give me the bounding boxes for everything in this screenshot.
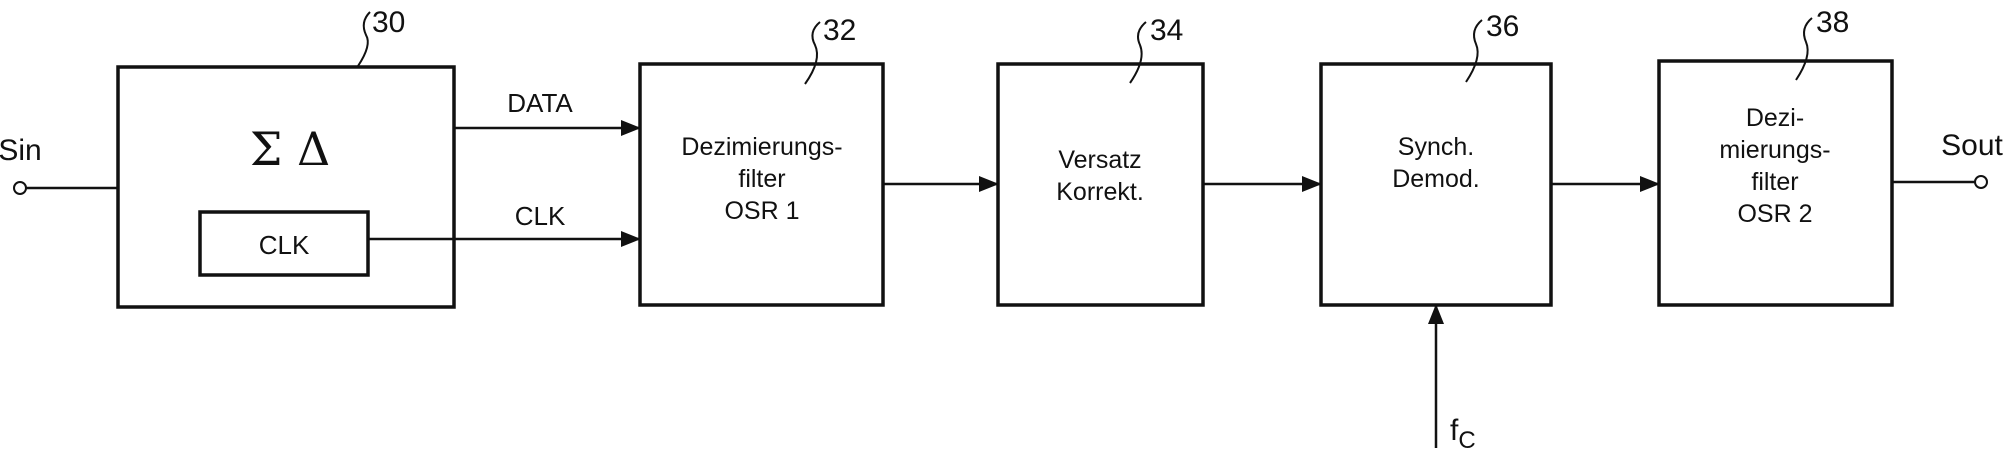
clk-inner-label: CLK: [259, 230, 310, 260]
data-label: DATA: [507, 88, 573, 118]
output-terminal: [1975, 176, 1987, 188]
block-36-line-2: Demod.: [1392, 165, 1480, 193]
input-label: Sin: [0, 134, 42, 167]
clk-label: CLK: [515, 201, 566, 231]
block-38-line-4: OSR 2: [1737, 200, 1812, 228]
block-36-line-1: Synch.: [1398, 133, 1474, 161]
ref-38: 38: [1816, 6, 1849, 39]
ref-30: 30: [372, 6, 405, 39]
block-38-line-3: filter: [1751, 168, 1798, 196]
ref-34: 34: [1150, 14, 1183, 47]
carrier-label: fC: [1450, 414, 1476, 452]
input-terminal: [14, 182, 26, 194]
block-32-line-2: filter: [738, 165, 785, 193]
ref-36: 36: [1486, 10, 1519, 43]
block-34-line-2: Korrekt.: [1056, 178, 1144, 206]
block-32-line-3: OSR 1: [724, 197, 799, 225]
block-38-line-2: mierungs-: [1719, 136, 1830, 164]
block-32-line-1: Dezimierungs-: [681, 133, 842, 161]
output-label: Sout: [1941, 129, 2003, 162]
sigma-delta-symbol: Σ Δ: [250, 122, 330, 176]
block-34-line-1: Versatz: [1058, 146, 1141, 174]
block-38-line-1: Dezi-: [1746, 104, 1804, 132]
ref-32: 32: [823, 14, 856, 47]
ref-leader-30: [358, 12, 370, 66]
